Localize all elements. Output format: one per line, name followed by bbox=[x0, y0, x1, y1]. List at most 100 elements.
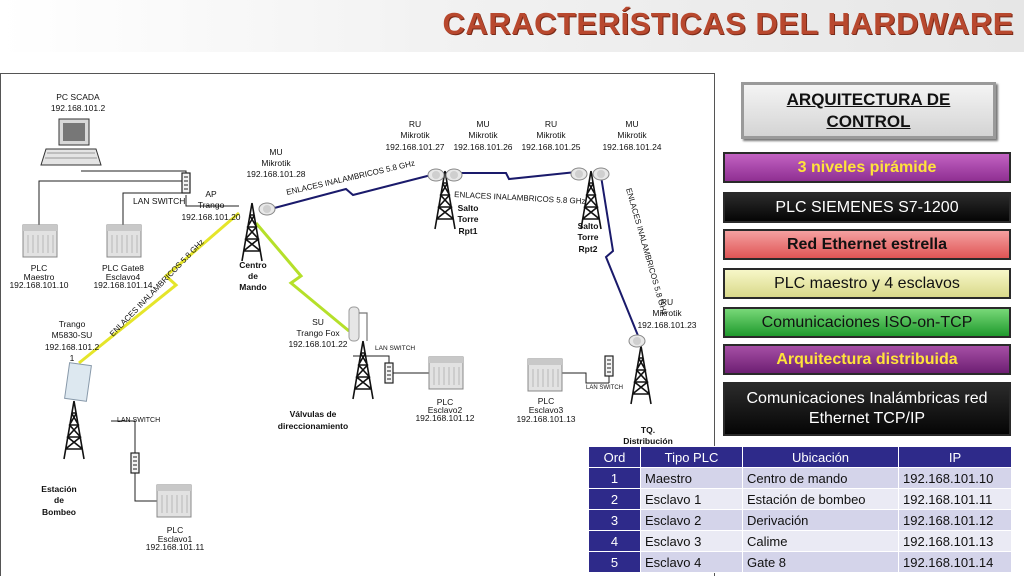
cell-ip: 192.168.101.11 bbox=[898, 488, 1012, 510]
salto-rpt2-label-1: Salto bbox=[578, 221, 599, 231]
ru-2-model: Mikrotik bbox=[536, 130, 566, 140]
network-diagram-svg: PC SCADA 192.168.101.2 LAN SWITCH PLC Ma… bbox=[9, 92, 696, 552]
mu-2-ip: 192.168.101.26 bbox=[453, 142, 512, 152]
trango-su-ip: 192.168.101.2 bbox=[45, 342, 100, 352]
valvulas-label-2: direccionamiento bbox=[278, 421, 348, 431]
title-bar: CARACTERÍSTICAS DEL HARDWARE bbox=[0, 0, 1024, 52]
feature-iso-on-tcp: Comunicaciones ISO-on-TCP bbox=[723, 307, 1011, 338]
ru-right-ip: 192.168.101.23 bbox=[637, 320, 696, 330]
ap-trango-model: Trango bbox=[198, 200, 225, 210]
table-header-row: Ord Tipo PLC Ubicación IP bbox=[588, 446, 1012, 468]
lan-switch-4-icon bbox=[130, 452, 140, 474]
mu-2-dish-icon bbox=[445, 168, 463, 182]
cell-ord: 1 bbox=[588, 467, 641, 489]
cell-ord: 3 bbox=[588, 509, 641, 531]
cell-tipo: Esclavo 3 bbox=[640, 530, 743, 552]
su-fox-ip: 192.168.101.22 bbox=[288, 339, 347, 349]
cell-ubicacion: Centro de mando bbox=[742, 467, 899, 489]
cell-ip: 192.168.101.13 bbox=[898, 530, 1012, 552]
plc-esclavo1-ip: 192.168.101.11 bbox=[146, 542, 205, 552]
plc-esclavo3-ip: 192.168.101.13 bbox=[516, 414, 575, 424]
pc-scada-label: PC SCADA bbox=[56, 92, 100, 102]
table-row: 2 Esclavo 1 Estación de bombeo 192.168.1… bbox=[588, 488, 1012, 510]
feature-red-ethernet: Red Ethernet estrella bbox=[723, 229, 1011, 260]
plc-esclavo2-ip: 192.168.101.12 bbox=[415, 413, 474, 423]
estacion-bombeo-tower-icon bbox=[63, 400, 85, 460]
ru-1-ip: 192.168.101.27 bbox=[385, 142, 444, 152]
ru-1-label: RU bbox=[409, 119, 421, 129]
header-tipo-plc: Tipo PLC bbox=[640, 446, 743, 468]
cell-ip: 192.168.101.12 bbox=[898, 509, 1012, 531]
salto-rpt2-label-3: Rpt2 bbox=[579, 244, 598, 254]
plc-esclavo3-role: Esclavo3 bbox=[529, 405, 564, 415]
valvulas-tower-icon bbox=[352, 340, 374, 400]
cell-tipo: Esclavo 1 bbox=[640, 488, 743, 510]
estacion-bombeo-label-1: Estación bbox=[41, 484, 76, 494]
lan-switch-label: LAN SWITCH bbox=[133, 196, 185, 206]
plc-maestro-ip: 192.168.101.10 bbox=[9, 280, 68, 290]
plc-gate8-label: PLC Gate8 bbox=[102, 263, 144, 273]
ru-2-ip: 192.168.101.25 bbox=[521, 142, 580, 152]
centro-mando-label-1: Centro bbox=[239, 260, 266, 270]
table-row: 1 Maestro Centro de mando 192.168.101.10 bbox=[588, 467, 1012, 489]
cell-ord: 2 bbox=[588, 488, 641, 510]
plc-esclavo2-label: PLC bbox=[437, 397, 454, 407]
plc-esclavo3-label: PLC bbox=[538, 396, 555, 406]
mu-3-ip: 192.168.101.24 bbox=[602, 142, 661, 152]
centro-mando-label-2: de bbox=[248, 271, 258, 281]
lan-switch-3-icon bbox=[604, 355, 614, 377]
mu-3-label: MU bbox=[625, 119, 638, 129]
mu-center-dish-icon bbox=[258, 202, 276, 216]
trango-su-model: M5830-SU bbox=[52, 330, 93, 340]
plc-esclavo2-icon bbox=[428, 356, 464, 390]
valvulas-label-1: Válvulas de bbox=[290, 409, 337, 419]
plc-esclavo2-role: Esclavo2 bbox=[428, 405, 463, 415]
architecture-title-box: ARQUITECTURA DE CONTROL bbox=[741, 82, 996, 139]
cell-tipo: Esclavo 4 bbox=[640, 551, 743, 573]
mu-center-model: Mikrotik bbox=[261, 158, 291, 168]
ru-1-model: Mikrotik bbox=[400, 130, 430, 140]
ap-trango-label: AP bbox=[205, 189, 217, 199]
feature-plc-siemens: PLC SIEMENES S7-1200 bbox=[723, 192, 1011, 223]
mu-center-label: MU bbox=[269, 147, 282, 157]
plc-gate8-ip: 192.168.101.14 bbox=[93, 280, 152, 290]
lan-switch-4-label: LAN SWITCH bbox=[117, 417, 160, 424]
estacion-bombeo-label-2: de bbox=[54, 495, 64, 505]
ru-right-dish-icon bbox=[628, 334, 646, 348]
cell-tipo: Maestro bbox=[640, 467, 743, 489]
table-row: 5 Esclavo 4 Gate 8 192.168.101.14 bbox=[588, 551, 1012, 573]
cell-ubicacion: Gate 8 bbox=[742, 551, 899, 573]
architecture-title: ARQUITECTURA DE CONTROL bbox=[786, 89, 951, 131]
plc-maestro-label: PLC bbox=[31, 263, 48, 273]
trango-su-ip-suffix: 1 bbox=[70, 353, 75, 363]
cell-ip: 192.168.101.10 bbox=[898, 467, 1012, 489]
salto-rpt1-label-3: Rpt1 bbox=[459, 226, 478, 236]
ap-trango-ip: 192.168.101.20 bbox=[181, 212, 240, 222]
mu-3-dish-icon bbox=[592, 167, 610, 181]
header-ip: IP bbox=[898, 446, 1012, 468]
trango-su-label: Trango bbox=[59, 319, 86, 329]
salto-rpt1-label-2: Torre bbox=[457, 214, 478, 224]
plc-maestro-role: Maestro bbox=[24, 272, 55, 282]
td-distribucion-label-2: Distribución bbox=[623, 436, 673, 446]
td-distribucion-tower-icon bbox=[630, 345, 652, 405]
cell-ip: 192.168.101.14 bbox=[898, 551, 1012, 573]
salto-rpt2-label-2: Torre bbox=[577, 232, 598, 242]
centro-mando-tower-icon bbox=[241, 202, 263, 262]
cell-ord: 5 bbox=[588, 551, 641, 573]
pc-scada-ip: 192.168.101.2 bbox=[51, 103, 106, 113]
feature-piramide: 3 niveles pirámide bbox=[723, 152, 1011, 183]
feature-comunicaciones-inalambricas: Comunicaciones Inalámbricas red Ethernet… bbox=[723, 382, 1011, 436]
estacion-bombeo-label-3: Bombeo bbox=[42, 507, 76, 517]
lan-switch-2-icon bbox=[384, 362, 394, 384]
page-title: CARACTERÍSTICAS DEL HARDWARE bbox=[442, 6, 1014, 41]
header-ubicacion: Ubicación bbox=[742, 446, 899, 468]
feature-plc-maestro-esclavos: PLC maestro y 4 esclavos bbox=[723, 268, 1011, 299]
plc-esclavo3-icon bbox=[527, 358, 563, 392]
plc-gate8-icon bbox=[106, 224, 142, 258]
su-fox-label: SU bbox=[312, 317, 324, 327]
lan-switch-2-label: LAN SWITCH bbox=[375, 345, 415, 352]
table-row: 4 Esclavo 3 Calime 192.168.101.13 bbox=[588, 530, 1012, 552]
plc-table: Ord Tipo PLC Ubicación IP 1 Maestro Cent… bbox=[588, 446, 1012, 573]
mu-2-model: Mikrotik bbox=[468, 130, 498, 140]
